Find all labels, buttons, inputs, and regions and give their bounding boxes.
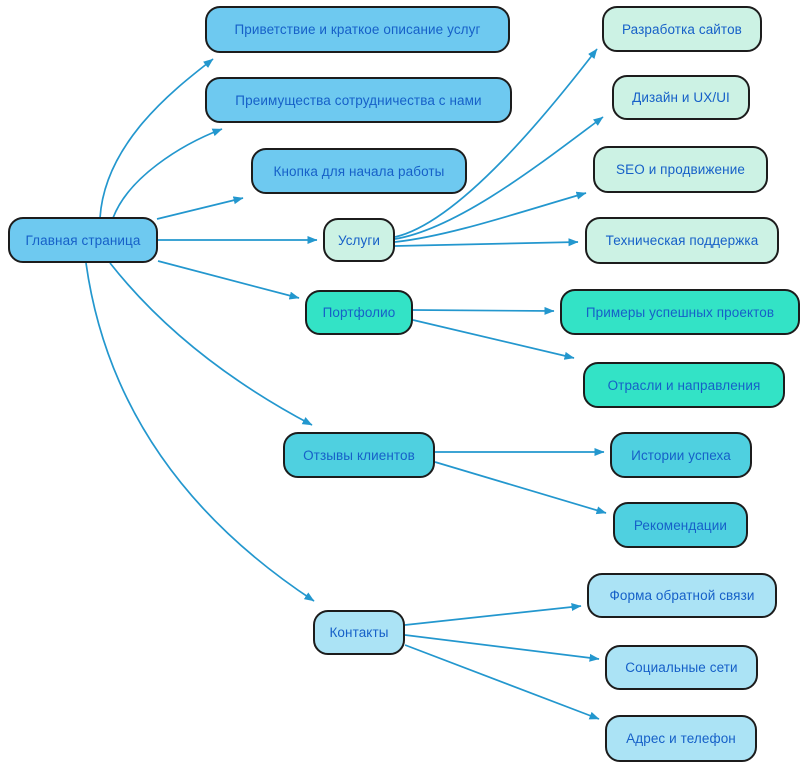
node-recommendations: Рекомендации: [613, 502, 748, 548]
edge-otzyvy-rekomendatsii: [434, 461, 607, 515]
edge-root-privetstvie: [99, 58, 214, 219]
node-industries: Отрасли и направления: [583, 362, 785, 408]
node-cta-button: Кнопка для начала работы: [251, 148, 467, 194]
node-main-page: Главная страница: [8, 217, 158, 263]
node-web-development: Разработка сайтов: [602, 6, 762, 52]
edge-uslugi-dizain: [394, 116, 604, 240]
node-seo: SEO и продвижение: [593, 146, 768, 193]
node-project-examples: Примеры успешных проектов: [560, 289, 800, 335]
edge-kontakty-forma: [404, 603, 582, 626]
edge-kontakty-adres: [404, 644, 600, 720]
edge-root-kontakty: [85, 262, 315, 602]
node-greeting: Приветствие и краткое описание услуг: [205, 6, 510, 53]
edge-root-knopka: [156, 196, 244, 220]
node-portfolio: Портфолио: [305, 290, 413, 335]
node-contacts: Контакты: [313, 610, 405, 655]
node-advantages: Преимущества сотрудничества с нами: [205, 77, 512, 123]
node-client-reviews: Отзывы клиентов: [283, 432, 435, 478]
edge-portfolio-otrasli: [412, 319, 575, 360]
edge-root-preimushchestva: [112, 128, 223, 219]
node-feedback-form: Форма обратной связи: [587, 573, 777, 618]
node-success-stories: Истории успеха: [610, 432, 752, 478]
node-services: Услуги: [323, 218, 395, 262]
node-address-phone: Адрес и телефон: [605, 715, 757, 762]
node-tech-support: Техническая поддержка: [585, 217, 779, 264]
edge-root-portfolio: [157, 260, 300, 300]
edge-uslugi-razrabotka: [394, 48, 598, 238]
edge-portfolio-primery: [412, 306, 555, 315]
edge-uslugi-podderzhka: [394, 238, 579, 247]
node-social-networks: Социальные сети: [605, 645, 758, 690]
node-design-uxui: Дизайн и UX/UI: [612, 75, 750, 120]
edge-kontakty-sotsseti: [404, 634, 600, 662]
edge-uslugi-seo: [394, 191, 587, 243]
edge-root-otzyvy: [109, 262, 313, 426]
